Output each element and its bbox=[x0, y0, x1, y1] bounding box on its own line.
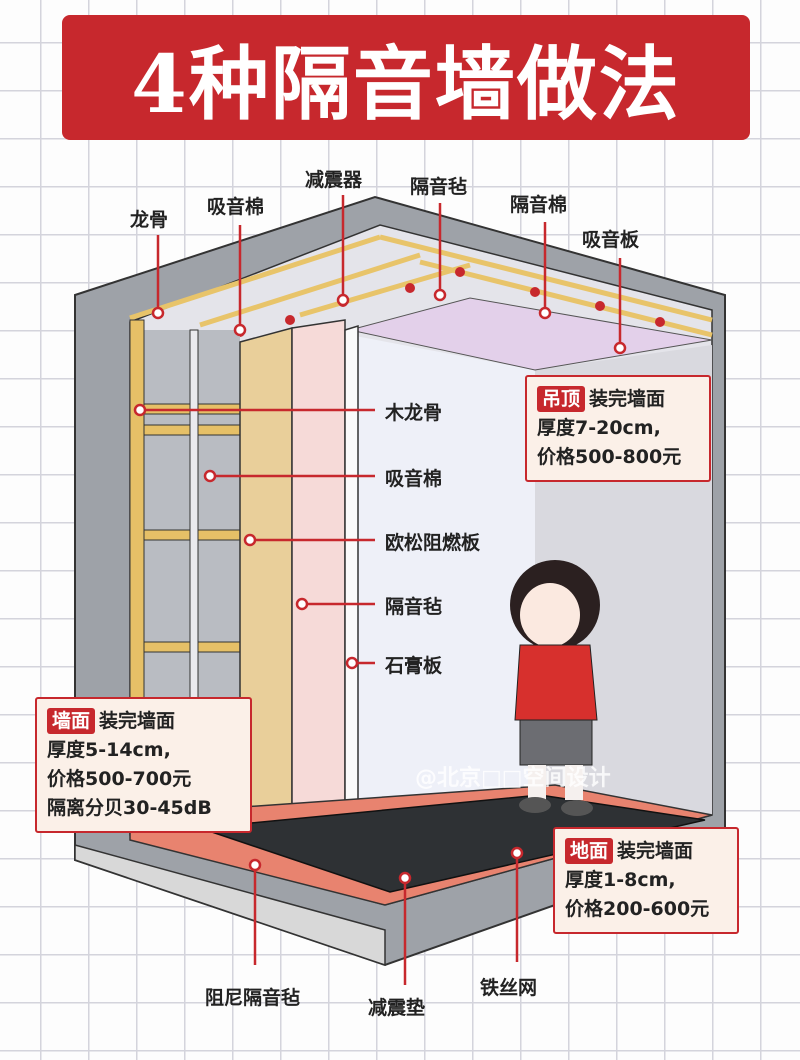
label-gypsum-board: 石膏板 bbox=[385, 655, 443, 677]
floor-tag: 地面 bbox=[565, 838, 614, 864]
ceiling-price: 价格500-800元 bbox=[537, 446, 682, 468]
label-damping-felt: 阻尼隔音毡 bbox=[205, 987, 301, 1009]
floor-line1: 装完墙面 bbox=[617, 840, 694, 862]
floor-slab-front bbox=[74, 844, 386, 967]
floor-price: 价格200-600元 bbox=[565, 898, 710, 920]
floor-shock-pad bbox=[199, 794, 706, 893]
wall-tag: 墙面 bbox=[47, 708, 96, 734]
label-wood-keel: 木龙骨 bbox=[385, 402, 443, 424]
ceiling-line1: 装完墙面 bbox=[589, 388, 666, 410]
label-acoustic-panel: 吸音板 bbox=[582, 229, 640, 251]
wall-info-box: 墙面装完墙面 厚度5-14cm, 价格500-700元 隔离分贝30-45dB bbox=[35, 697, 252, 833]
label-shock-pad: 减震垫 bbox=[368, 997, 426, 1019]
label-sound-absorbing-cotton-top: 吸音棉 bbox=[207, 196, 265, 218]
label-wire-mesh: 铁丝网 bbox=[480, 977, 538, 999]
label-acoustic-felt-top: 隔音毡 bbox=[410, 176, 468, 198]
ceiling-thickness: 厚度7-20cm, bbox=[537, 417, 661, 439]
label-osb-fire-board: 欧松阻燃板 bbox=[385, 532, 481, 554]
label-soundproof-cotton: 隔音棉 bbox=[510, 194, 568, 216]
callout-lines bbox=[133, 195, 627, 985]
acoustic-felt-layer bbox=[291, 319, 346, 829]
label-acoustic-felt: 隔音毡 bbox=[385, 596, 443, 618]
gypsum-board bbox=[344, 324, 359, 829]
label-sound-absorbing-cotton: 吸音棉 bbox=[385, 468, 443, 490]
girl-illustration bbox=[510, 560, 600, 816]
wall-price: 价格500-700元 bbox=[47, 768, 192, 790]
floor-thickness: 厚度1-8cm, bbox=[565, 869, 676, 891]
label-keel: 龙骨 bbox=[130, 209, 169, 231]
wall-line1: 装完墙面 bbox=[99, 710, 176, 732]
wall-thickness: 厚度5-14cm, bbox=[47, 739, 171, 761]
floor-info-box: 地面装完墙面 厚度1-8cm, 价格200-600元 bbox=[553, 827, 739, 934]
watermark: @北京□□空间设计 bbox=[415, 766, 611, 791]
ceiling-tag: 吊顶 bbox=[537, 386, 586, 412]
back-wall bbox=[350, 335, 535, 830]
page-title: 4种隔音墙做法 bbox=[62, 15, 750, 140]
ceiling-info-box: 吊顶装完墙面 厚度7-20cm, 价格500-800元 bbox=[525, 375, 711, 482]
wall-decibel: 隔离分贝30-45dB bbox=[47, 797, 212, 819]
label-shock-absorber: 减震器 bbox=[305, 169, 363, 191]
